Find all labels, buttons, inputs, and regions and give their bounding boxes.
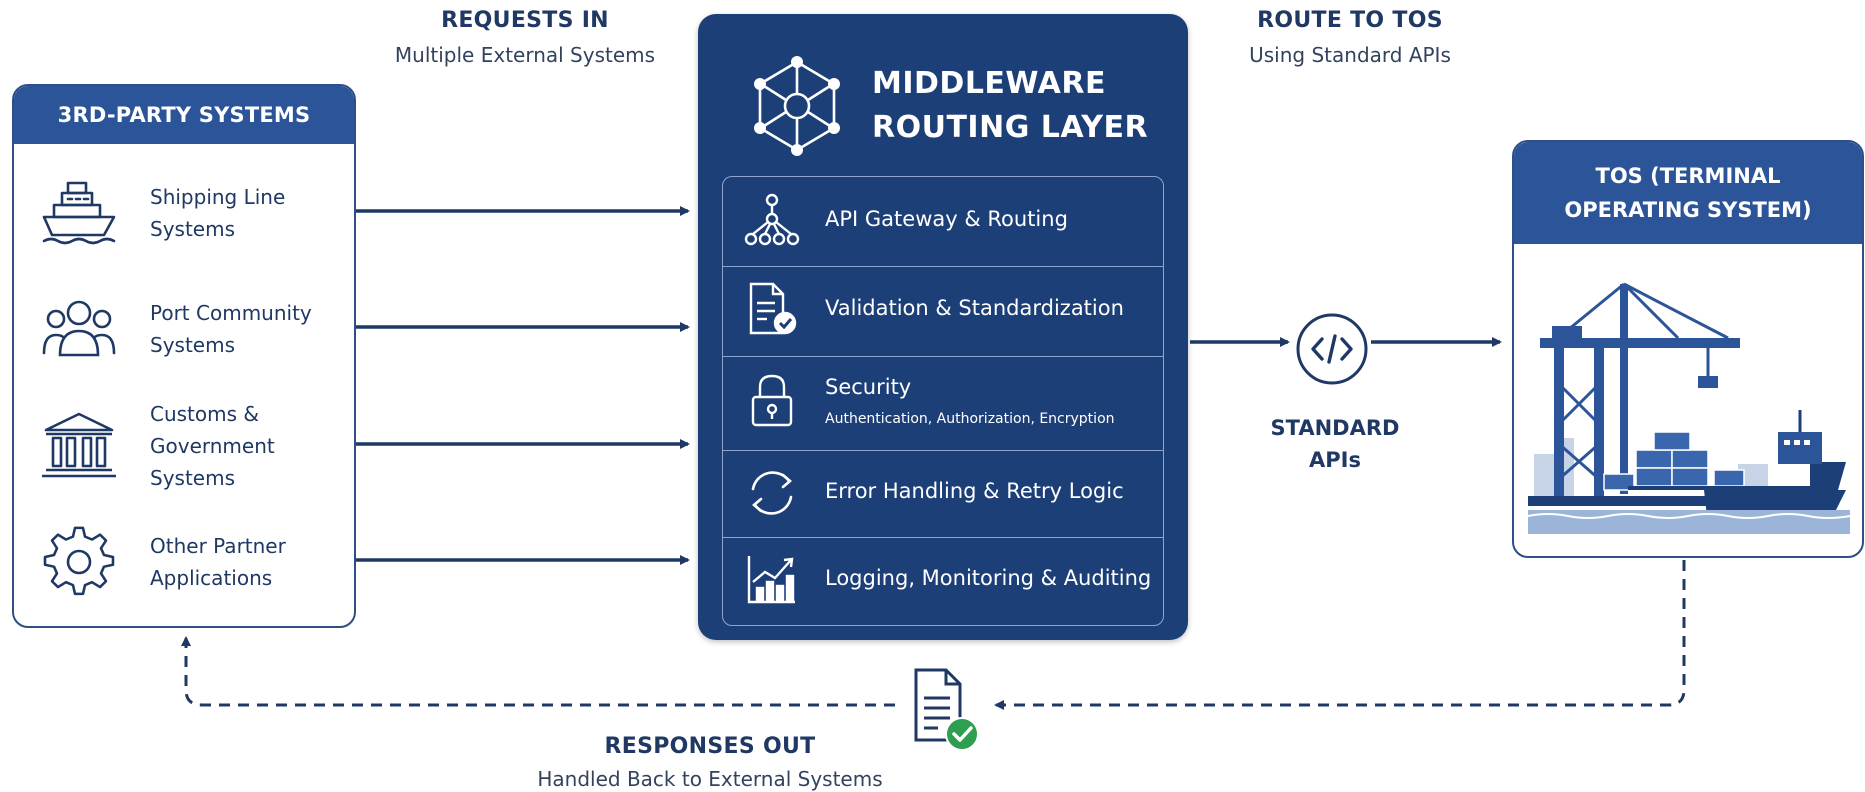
tos-title: TOS (TERMINAL OPERATING SYSTEM) — [1514, 142, 1862, 244]
network-hub-icon — [754, 56, 840, 156]
source-port-community: Port Community Systems — [14, 279, 354, 379]
source-shipping-line: Shipping Line Systems — [14, 163, 354, 263]
middleware-item-api-gateway: API Gateway & Routing — [723, 177, 1163, 267]
gear-icon — [43, 526, 115, 596]
requests-in-caption: REQUESTS IN Multiple External Systems — [370, 8, 680, 67]
middleware-item-label: Error Handling & Retry Logic — [825, 479, 1124, 503]
response-dashed-path-right — [994, 560, 1686, 710]
middleware-item-logging: Logging, Monitoring & Auditing — [723, 538, 1163, 624]
middleware-item-label: API Gateway & Routing — [825, 207, 1068, 231]
lock-icon — [751, 374, 793, 427]
refresh-icon — [751, 471, 793, 515]
people-icon — [42, 300, 116, 357]
document-checkmark-icon — [914, 668, 979, 751]
code-icon — [1296, 313, 1368, 385]
middleware-item-sublabel: Authentication, Authorization, Encryptio… — [825, 411, 1115, 427]
port-crane-ship-illustration — [1528, 282, 1850, 534]
responses-out-caption: RESPONSES OUT Handled Back to External S… — [520, 734, 900, 791]
middleware-title: MIDDLEWARE ROUTING LAYER — [872, 66, 1149, 145]
source-customs-government: Customs & Government Systems — [14, 396, 354, 496]
standard-apis-label: STANDARD APIs — [1270, 416, 1400, 472]
middleware-routing-layer: MIDDLEWARE ROUTING LAYER API Gateway & R… — [698, 14, 1188, 640]
document-check-icon — [749, 282, 797, 335]
source-other-partner: Other Partner Applications — [14, 512, 354, 612]
middleware-item-validation: Validation & Standardization — [723, 267, 1163, 357]
requests-in-subtitle: Multiple External Systems — [394, 43, 656, 67]
source-label: Customs & Government Systems — [150, 402, 275, 490]
source-label: Shipping Line Systems — [150, 185, 286, 241]
network-tree-icon — [744, 193, 800, 246]
middleware-item-label: Logging, Monitoring & Auditing — [825, 566, 1152, 590]
route-to-tos-caption: ROUTE TO TOS Using Standard APIs — [1210, 8, 1490, 67]
middleware-item-label: Validation & Standardization — [825, 296, 1124, 320]
requests-in-title: REQUESTS IN — [441, 8, 609, 33]
source-label: Port Community Systems — [150, 301, 312, 357]
third-party-systems-title: 3RD-PARTY SYSTEMS — [14, 86, 354, 144]
tos-panel: TOS (TERMINAL OPERATING SYSTEM) — [1512, 140, 1864, 558]
middleware-capabilities-list: API Gateway & Routing Validation & Stand… — [722, 176, 1164, 626]
chart-trend-icon — [747, 556, 795, 604]
responses-out-subtitle: Handled Back to External Systems — [537, 767, 883, 791]
ship-icon — [42, 181, 116, 245]
government-building-icon — [42, 412, 116, 478]
source-label: Other Partner Applications — [150, 534, 286, 590]
middleware-item-error-handling: Error Handling & Retry Logic — [723, 451, 1163, 538]
route-to-tos-title: ROUTE TO TOS — [1257, 8, 1443, 33]
responses-out-title: RESPONSES OUT — [604, 734, 816, 759]
middleware-item-label: Security — [825, 375, 912, 399]
response-dashed-path-left — [181, 636, 895, 707]
third-party-systems-panel: 3RD-PARTY SYSTEMS Shipping Line Systems … — [12, 84, 356, 628]
middleware-item-security: Security Authentication, Authorization, … — [723, 357, 1163, 451]
route-to-tos-subtitle: Using Standard APIs — [1249, 43, 1451, 67]
